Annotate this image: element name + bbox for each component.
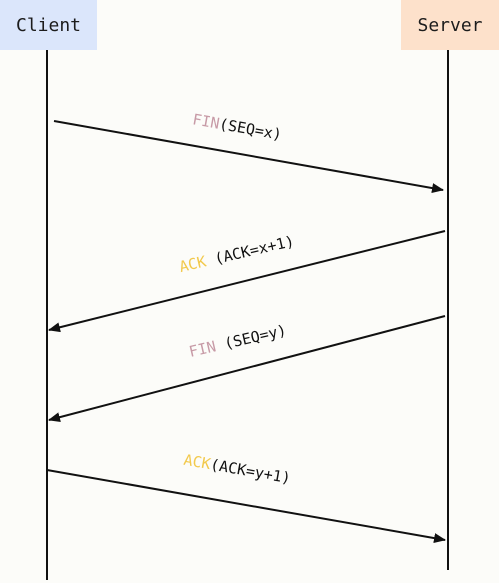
server-actor-label: Server	[417, 14, 483, 36]
message-arrow-4	[46, 469, 446, 544]
message-arrow-3	[48, 315, 446, 423]
client-actor-label: Client	[15, 14, 82, 36]
message-arrow-2	[48, 230, 446, 333]
client-actor-box: Client	[0, 0, 97, 50]
server-actor-box: Server	[401, 0, 499, 50]
message-arrow-1	[53, 120, 444, 194]
